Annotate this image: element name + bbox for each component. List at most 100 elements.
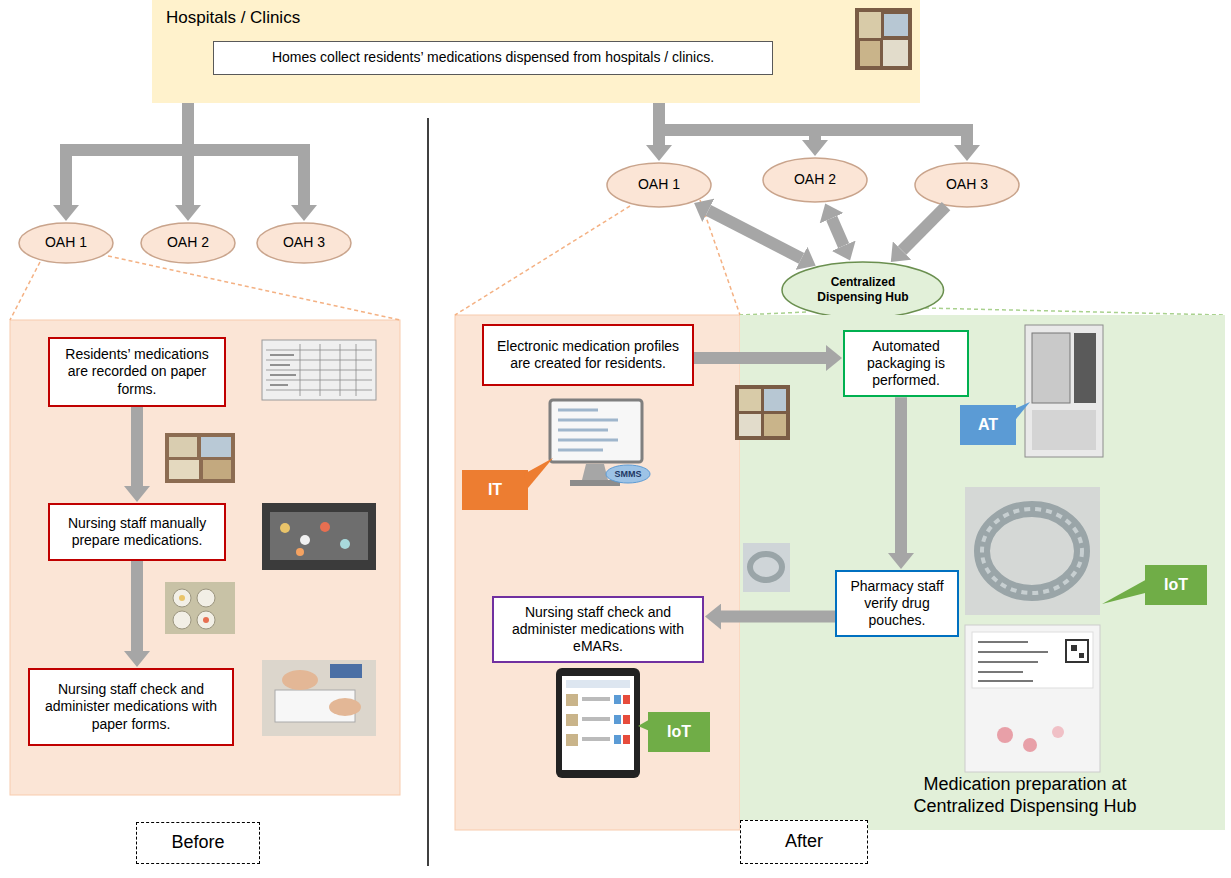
drug-pouch-photo <box>1066 640 1088 662</box>
node-text: IoT <box>1164 575 1188 595</box>
ellipse-shape <box>607 163 711 207</box>
tablet-icon <box>623 715 630 724</box>
node-text: Nursing staff check and administer medic… <box>38 681 224 732</box>
drug-pouch-roll-photo <box>982 509 1082 593</box>
home-ellipse: OAH 2 <box>762 157 868 203</box>
label-text: SMMS <box>606 466 650 482</box>
flow-arrow <box>902 206 946 250</box>
drug-pouch-roll-photo <box>965 487 1100 615</box>
medication-bags-photo <box>165 433 235 483</box>
medication-bags-photo <box>859 12 881 38</box>
drug-pouch-roll-photo <box>750 554 782 580</box>
pill-cups-photo <box>173 611 191 629</box>
flow-arrow <box>708 210 801 258</box>
process-box: Nursing staff check and administer medic… <box>28 668 234 746</box>
zoom-leader-line <box>925 308 1225 315</box>
ellipse-shape <box>782 262 944 318</box>
technology-tag: AT <box>960 405 1016 445</box>
tablet-icon <box>556 668 640 778</box>
medication-bags-photo <box>169 437 197 457</box>
medication-drawer-photo <box>320 522 330 532</box>
process-box: Pharmacy staff verify drug pouches. <box>835 570 959 637</box>
medication-bags-photo <box>884 14 908 36</box>
medication-bags-photo <box>883 40 908 66</box>
tablet-icon <box>582 717 610 721</box>
computer-icon <box>606 465 650 483</box>
node-text: OAH 3 <box>283 234 325 251</box>
zoom-leader-line <box>108 256 400 320</box>
tablet-icon <box>582 697 610 701</box>
drug-pouch-roll-photo <box>965 487 1100 615</box>
flow-arrow <box>721 611 835 623</box>
after-home-panel <box>455 315 740 830</box>
flow-arrow <box>895 397 907 553</box>
flow-arrow <box>131 561 143 651</box>
ellipse-shape <box>141 223 235 263</box>
medication-bags-photo <box>735 385 790 440</box>
home-ellipse: OAH 2 <box>140 222 236 264</box>
process-box: Residents’ medications are recorded on p… <box>48 337 226 407</box>
flow-arrow <box>188 103 304 205</box>
note-box: Homes collect residents’ medications dis… <box>213 41 773 75</box>
tag-pointer <box>638 718 652 732</box>
medication-drawer-photo <box>270 512 368 560</box>
administration-photo <box>262 660 376 736</box>
node-text: IT <box>488 480 502 500</box>
before-panel <box>10 320 400 795</box>
tablet-icon <box>566 694 578 706</box>
medication-bags-photo <box>860 41 880 66</box>
tag-pointer <box>524 458 553 488</box>
tablet-icon <box>566 734 578 746</box>
pill-cups-photo <box>197 589 215 607</box>
flow-arrow <box>694 352 826 364</box>
tablet-icon <box>623 695 630 704</box>
node-text: Centralized Dispensing Hub <box>807 275 919 304</box>
medication-drawer-photo <box>262 503 376 570</box>
node-text: Electronic medication profiles are creat… <box>492 338 684 372</box>
paper-form-photo <box>262 340 376 400</box>
drug-pouch-photo <box>978 642 1048 681</box>
flow-arrow <box>131 407 143 486</box>
tablet-icon <box>562 676 634 770</box>
node-text: Nursing staff check and administer medic… <box>502 604 694 655</box>
administration-photo <box>262 660 376 736</box>
tag-pointer <box>524 458 553 488</box>
technology-tag: IoT <box>648 712 710 752</box>
packaging-machine-photo <box>1074 333 1096 403</box>
drug-pouch-roll-photo <box>743 543 790 592</box>
zoom-leader-line <box>455 206 630 315</box>
ellipse-shape <box>257 223 351 263</box>
tablet-icon <box>566 680 630 688</box>
drug-pouch-photo <box>1071 645 1077 651</box>
computer-icon <box>550 400 642 462</box>
medication-bags-photo <box>201 437 231 457</box>
pill-cups-photo <box>197 611 215 629</box>
node-text: IoT <box>667 722 691 742</box>
tablet-icon <box>614 715 621 724</box>
process-box: Automated packaging is performed. <box>843 330 969 397</box>
drug-pouch-photo <box>1079 653 1084 658</box>
node-text: Nursing staff manually prepare medicatio… <box>58 515 216 549</box>
packaging-machine-photo <box>1032 410 1096 450</box>
drug-pouch-photo <box>1052 726 1064 738</box>
drug-pouch-photo <box>972 632 1093 688</box>
pill-cups-photo <box>173 589 191 607</box>
tag-pointer <box>638 718 652 732</box>
node-text: Residents’ medications are recorded on p… <box>58 346 216 397</box>
drug-pouch-photo <box>965 625 1100 772</box>
administration-photo <box>282 670 318 690</box>
zoom-leader-line <box>10 200 740 320</box>
computer-icon <box>550 400 650 486</box>
paper-form-photo <box>266 344 372 396</box>
tablet-icon <box>614 735 621 744</box>
tablet-icon <box>623 735 630 744</box>
phase-label-box: Before <box>136 822 260 864</box>
node-text: After <box>785 831 823 853</box>
medication-drawer-photo <box>340 539 350 549</box>
process-box: Electronic medication profiles are creat… <box>482 324 694 386</box>
home-ellipse: OAH 3 <box>914 162 1020 208</box>
computer-icon <box>582 464 608 480</box>
process-box: Nursing staff check and administer medic… <box>492 596 704 663</box>
medication-drawer-photo <box>280 523 290 533</box>
